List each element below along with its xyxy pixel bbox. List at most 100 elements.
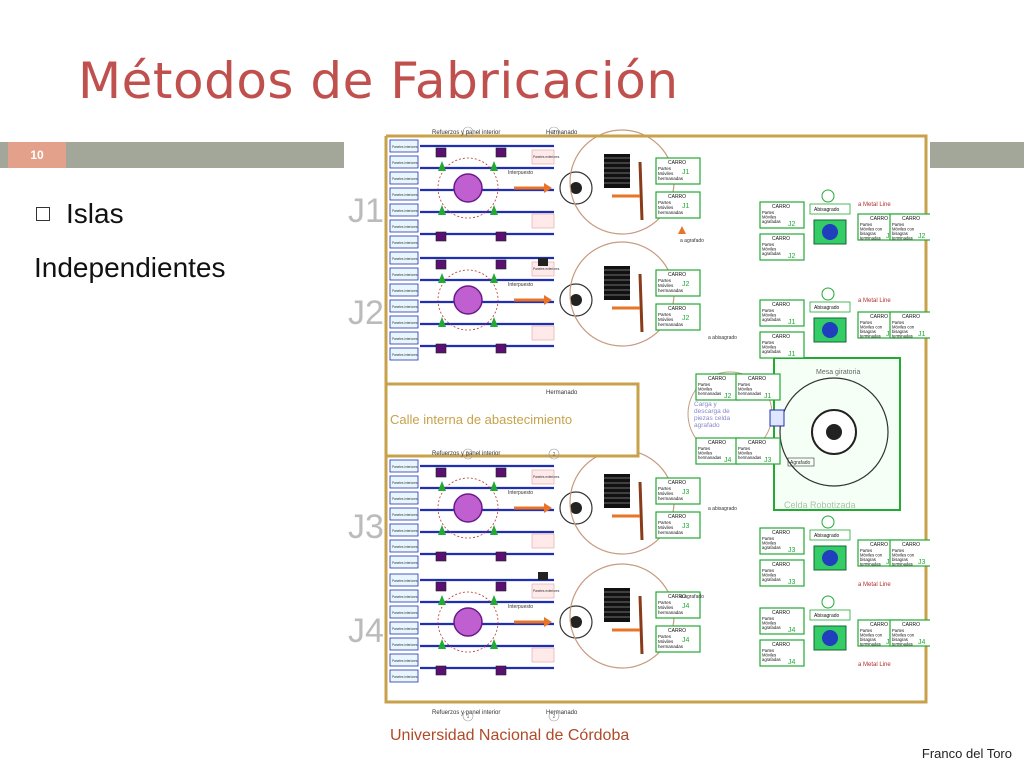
robot-unit — [495, 581, 507, 592]
storage-rack — [389, 283, 419, 297]
carga-descarga-label-line: piezas celda — [694, 415, 731, 422]
machine-reach — [437, 477, 499, 539]
abisagrado-label: Abisagrado — [814, 533, 840, 539]
carro-line: Móviles — [658, 317, 674, 322]
storage-label: Paneles interiores — [392, 465, 418, 469]
bullet-continuation: Independientes — [34, 252, 226, 283]
storage-rack — [389, 605, 419, 619]
page-number: 10 — [8, 142, 66, 168]
rack-stack — [604, 474, 630, 508]
step-number: 1 — [462, 126, 474, 138]
carro-line: Móviles — [762, 247, 776, 252]
metal-line-label-2: a Metal Line — [858, 298, 891, 304]
carro-title: CARRO — [870, 542, 888, 548]
carro-line: Partes — [658, 600, 672, 605]
agrafado-arrow — [678, 226, 686, 234]
step-number: 1 — [462, 448, 474, 460]
carga-descarga-label-line: Carga y — [694, 401, 718, 408]
carro-line: Partes — [658, 200, 672, 205]
carro-box — [759, 331, 805, 359]
abisagrado-label: a abisagrado — [708, 335, 737, 341]
flow-arrow — [490, 161, 498, 171]
storage-label: Paneles interiores — [392, 513, 418, 517]
storage-rack — [389, 315, 419, 329]
carro-line: agrafadas — [762, 545, 781, 550]
carro-line: bisagras — [860, 637, 876, 642]
carro-line: agrafadas — [762, 251, 781, 256]
storage-rack — [389, 251, 419, 265]
bottom-panel-label: Refuerzos y panel interior — [432, 710, 500, 716]
exterior-rack — [531, 647, 555, 663]
storage-rack — [389, 235, 419, 249]
agrafado-label-2: a agrafado — [680, 594, 704, 600]
storage-rack — [389, 155, 419, 169]
carro-box — [655, 303, 701, 331]
robot-unit — [435, 259, 447, 270]
carro-line: Partes — [762, 210, 774, 215]
flow-arrow — [490, 317, 498, 327]
exterior-rack — [531, 213, 555, 229]
robot-unit — [435, 551, 447, 562]
carro-line: Partes — [658, 312, 672, 317]
carro-box — [735, 437, 781, 465]
carro-line: Móviles — [762, 653, 776, 658]
step-number: 2 — [548, 448, 560, 460]
machine-reach — [437, 157, 499, 219]
step-number: 2 — [548, 126, 560, 138]
storage-label: Paneles interiores — [392, 337, 418, 341]
carro-island-tag: J4 — [788, 627, 796, 634]
carro-line: Partes — [892, 222, 904, 227]
interpuesto-label: Interpuesto — [508, 170, 533, 176]
carro-box — [889, 213, 930, 241]
carro-line: Móviles — [658, 525, 674, 530]
carro-box — [759, 299, 805, 327]
carro-line: Móviles — [658, 283, 674, 288]
hinge-robot — [822, 630, 838, 646]
carro-line: agrafadas — [762, 577, 781, 582]
plant-boundary — [384, 134, 928, 704]
carro-title: CARRO — [668, 306, 686, 312]
exterior-rack — [531, 469, 555, 485]
storage-label: Paneles interiores — [392, 481, 418, 485]
interpuesto-label: Interpuesto — [508, 282, 533, 288]
orange-arrowhead — [544, 183, 552, 193]
storage-label: Paneles interiores — [392, 545, 418, 549]
header-band-right — [930, 142, 1024, 168]
storage-label: Paneles interiores — [392, 627, 418, 631]
carro-box — [655, 191, 701, 219]
carro-title: CARRO — [748, 376, 766, 382]
abisagrado-tag — [809, 529, 851, 541]
step-number-text: 1 — [467, 714, 470, 720]
carro-line: Partes — [892, 548, 904, 553]
carro-box — [735, 373, 781, 401]
robot-unit — [495, 343, 507, 354]
carro-line: Partes — [892, 320, 904, 325]
slide-title: Métodos de Fabricación — [78, 52, 679, 110]
robot-unit — [435, 343, 447, 354]
tool-cart — [538, 572, 548, 580]
storage-rack — [389, 187, 419, 201]
hemming-core — [570, 182, 582, 194]
step-number-text: 2 — [553, 452, 556, 458]
top-panel-label: Refuerzos y panel interior — [432, 130, 500, 136]
carro-island-tag: J3 — [682, 489, 690, 496]
storage-label: Paneles interiores — [392, 497, 418, 501]
carro-line: bisagras — [892, 637, 908, 642]
press-machine — [453, 285, 483, 315]
hinge-cluster-j4: Abisagrado — [809, 595, 851, 651]
robot-unit — [435, 231, 447, 242]
carro-title: CARRO — [668, 194, 686, 200]
carro-title: CARRO — [708, 376, 726, 382]
exterior-label: Paneles exteriores — [533, 475, 560, 479]
transfer-rail — [638, 481, 644, 541]
step-ring — [548, 710, 560, 722]
carro-line: Móviles — [658, 639, 674, 644]
rack-stack — [604, 154, 630, 188]
step-number-text: 2 — [553, 130, 556, 136]
